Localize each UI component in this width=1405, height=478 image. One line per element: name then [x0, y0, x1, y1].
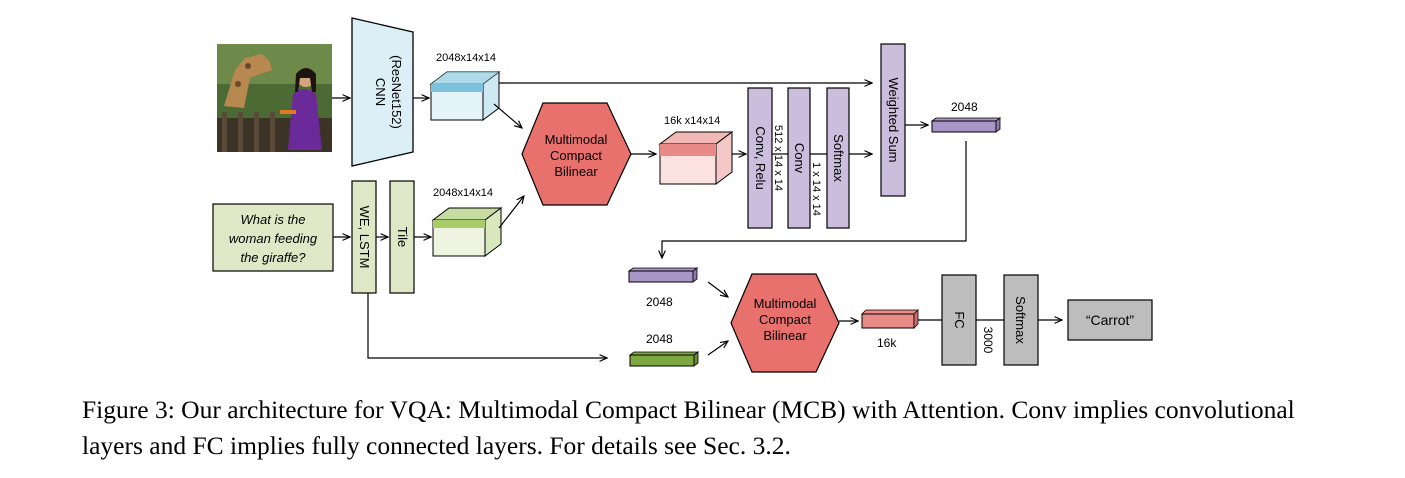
mcb-answer-block: Multimodal Compact Bilinear — [730, 273, 840, 373]
mcb-attention-block: Multimodal Compact Bilinear — [521, 102, 632, 206]
cnn-block: CNN (ResNet152) — [351, 17, 414, 167]
figure-caption: Figure 3: Our architecture for VQA: Mult… — [82, 395, 1295, 460]
fc-dims: 3000 — [981, 327, 995, 354]
attended-vector: 2048 — [930, 100, 1002, 133]
tile-block: Tile — [389, 180, 415, 294]
connectors — [332, 83, 1062, 358]
attended-in-dims: 2048 — [646, 295, 673, 309]
attended-dims: 2048 — [951, 100, 978, 114]
mcb-line-3: Bilinear — [554, 164, 598, 179]
conv-relu-block: Conv, Relu 512 x 14 x 14 — [747, 87, 784, 229]
input-image — [217, 44, 332, 152]
softmax-label: Softmax — [831, 134, 846, 182]
mcb2-line-1: Multimodal — [754, 296, 817, 311]
we-lstm-block: WE, LSTM — [351, 180, 377, 294]
conv-block: Conv 1 x 14 x 14 — [787, 87, 822, 229]
mcb-line-1: Multimodal — [545, 132, 608, 147]
question-line-1: What is the — [240, 212, 305, 227]
cnn-label: CNN — [373, 78, 388, 106]
mcb-line-2: Compact — [550, 148, 602, 163]
mcb2-line-2: Compact — [759, 312, 811, 327]
mcb2-line-3: Bilinear — [763, 328, 807, 343]
question-line-2: woman feeding — [229, 231, 318, 246]
architecture-diagram: CNN (ResNet152) 2048x14x14 What is the w… — [212, 17, 1153, 373]
fc-block: FC — [941, 274, 977, 366]
softmax-attention-block: Softmax — [826, 87, 850, 229]
mcb2-output-dims: 16k — [877, 336, 897, 350]
conv-relu-dims: 512 x 14 x 14 — [772, 125, 784, 191]
weighted-sum-label: Weighted Sum — [886, 77, 901, 162]
conv-relu-label: Conv, Relu — [753, 126, 768, 189]
image-feature-dims: 2048x14x14 — [436, 52, 496, 64]
we-lstm-label: WE, LSTM — [357, 206, 372, 269]
question-line-3: the giraffe? — [240, 250, 306, 265]
conv-dims: 1 x 14 x 14 — [810, 162, 822, 216]
question-vector: 2048 — [628, 332, 700, 367]
weighted-sum-block: Weighted Sum — [880, 43, 906, 197]
softmax2-label: Softmax — [1013, 296, 1028, 344]
tile-label: Tile — [395, 227, 410, 247]
fc-label: FC — [952, 311, 967, 328]
mcb-output-tensor: 16k x14x14 — [658, 115, 734, 185]
mcb-answer-output-vector: 16k — [861, 309, 919, 350]
answer-box: “Carrot” — [1067, 299, 1153, 341]
answer-label: “Carrot” — [1086, 312, 1135, 328]
mcb-output-dims: 16k x14x14 — [664, 115, 720, 127]
attended-vector-input: 2048 — [627, 267, 699, 309]
conv-label: Conv — [792, 143, 807, 174]
cnn-sublabel: (ResNet152) — [389, 55, 404, 129]
tiled-question-tensor: 2048x14x14 — [431, 187, 503, 257]
tiled-feature-dims: 2048x14x14 — [433, 187, 493, 199]
softmax-answer-block: Softmax — [1003, 274, 1039, 366]
question-vec-dims: 2048 — [646, 332, 673, 346]
question-box: What is the woman feeding the giraffe? — [212, 203, 334, 272]
image-feature-tensor: 2048x14x14 — [429, 52, 501, 121]
